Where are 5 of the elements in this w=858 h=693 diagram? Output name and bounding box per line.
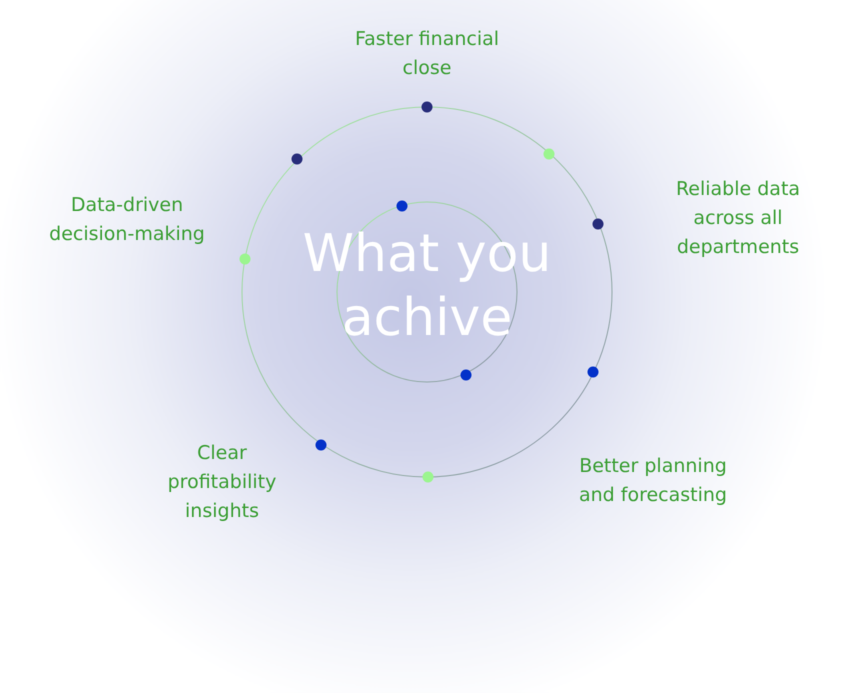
benefit-label: Reliable data across all departments bbox=[674, 177, 802, 260]
benefit-label: Data-driven decision-making bbox=[48, 193, 206, 247]
benefit-label: Clear profitability insights bbox=[166, 441, 278, 524]
benefit-label: Better planning and forecasting bbox=[578, 454, 728, 508]
benefit-label: Faster financial close bbox=[354, 27, 500, 81]
